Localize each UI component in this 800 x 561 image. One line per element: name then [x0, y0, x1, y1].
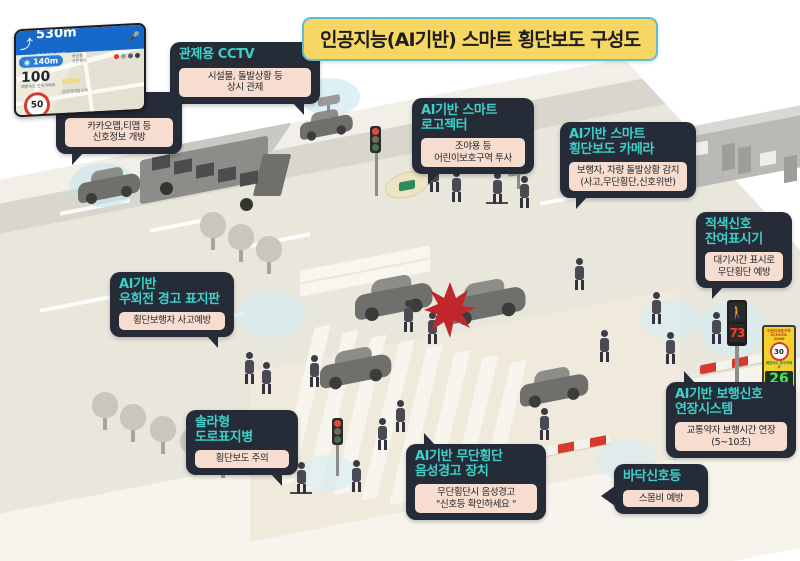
callout-red-signal-countdown[interactable]: 적색신호 잔여표시기 대기시간 표시로 무단횡단 예방 — [696, 212, 792, 300]
street-tree — [256, 236, 282, 274]
page-title-text: 인공지능(AI기반) 스마트 횡단보도 구성도 — [320, 29, 641, 51]
callout-subtext: 조야용 등 어린이보호구역 투사 — [421, 138, 525, 168]
callout-title: 적색신호 잔여표시기 — [705, 217, 763, 247]
callout-subtext: 시설물, 돌발상황 등 상시 관제 — [179, 67, 311, 97]
callout-title: 솔라형 도로표지병 — [195, 415, 253, 445]
street-tree — [120, 404, 146, 442]
navigation-app-widget[interactable]: 동선동 주민센터 성신여대입구역 ⤴ 530m 성북구청 방면 🎤 ◉ 140m… — [14, 22, 146, 118]
callout-tail — [576, 196, 588, 210]
pedestrian — [652, 292, 661, 324]
turn-right-arrow-icon: ⤴ — [20, 36, 34, 53]
callout-title: AI기반 스마트 횡단보도 카메라 — [569, 127, 655, 157]
callout-subtext: 카카오맵,티맵 등 신호정보 개방 — [65, 117, 173, 147]
callout-pedestrian-signal-extension[interactable]: AI기반 보행신호 연장시스템 교통약자 보행시간 연장 (5~10초) — [666, 371, 796, 459]
pedestrian — [540, 408, 549, 440]
callout-subtext: 횡단보행자 사고예방 — [119, 312, 225, 330]
callout-tail — [684, 371, 696, 384]
zone-sign-top-text: 어린이보호구역 SCHOOL ZONE — [767, 329, 791, 342]
pedestrian — [452, 170, 461, 202]
kick-scooter-rider — [290, 462, 312, 494]
callout-tail — [601, 486, 615, 506]
callout-floor-signal-light[interactable]: 바닥신호등 스몸비 예방 — [601, 464, 708, 515]
pedestrian — [310, 355, 319, 387]
callout-tail — [424, 433, 436, 446]
callout-tail — [292, 101, 304, 115]
pedestrian — [378, 418, 387, 450]
signal-halo — [300, 455, 356, 491]
callout-subtext: 스몸비 예방 — [623, 489, 699, 508]
callout-tail — [206, 334, 218, 348]
speed-limit-sign: 50 — [24, 91, 50, 116]
callout-subtext: 횡단보도 주의 — [195, 450, 289, 468]
pedestrian — [245, 352, 254, 384]
camera-icon: ◉ — [24, 58, 31, 67]
pedestrian — [396, 400, 405, 432]
callout-smart-crosswalk-camera[interactable]: AI기반 스마트 횡단보도 카메라 보행자, 차량 돌발상황 감지 (사고,무단… — [560, 122, 696, 210]
callout-subtext: 교통약자 보행시간 연장 (5~10초) — [675, 422, 787, 452]
callout-jaywalking-voice-warning[interactable]: AI기반 무단횡단 음성경고 장치 무단횡단시 음성경고 "신호등 확인하세요 … — [406, 433, 546, 521]
countdown-display: 73 — [729, 324, 745, 342]
pedestrian — [262, 362, 271, 394]
callout-right-turn-warning-sign[interactable]: AI기반 우회전 경고 표지판 횡단보행자 사고예방 — [110, 272, 234, 348]
street-tree — [200, 212, 226, 250]
vehicle-traffic-light — [332, 418, 343, 445]
pedestrian — [666, 332, 675, 364]
signal-pole — [375, 152, 378, 196]
callout-tail — [712, 286, 724, 300]
callout-smart-projector[interactable]: AI기반 스마트 로고젝터 조야용 등 어린이보호구역 투사 — [412, 98, 534, 186]
callout-tail — [270, 472, 282, 486]
red-pedestrian-figure-icon: 🚶 — [729, 302, 745, 322]
pedestrian — [520, 176, 529, 208]
callout-subtext: 무단횡단시 음성경고 "신호등 확인하세요 " — [415, 484, 537, 514]
street-tree — [150, 416, 176, 454]
pedestrian-signal-with-countdown: 🚶 73 — [727, 300, 747, 398]
callout-tail — [428, 172, 440, 186]
pedestrian — [575, 258, 584, 290]
pedestrian — [352, 460, 361, 492]
microphone-icon[interactable]: 🎤 — [127, 31, 140, 44]
callout-title: AI기반 보행신호 연장시스템 — [675, 387, 763, 417]
pedestrian — [428, 312, 437, 344]
pedestrian — [712, 312, 721, 344]
callout-subtext: 대기시간 표시로 무단횡단 예방 — [705, 252, 783, 282]
callout-title: AI기반 스마트 로고젝터 — [421, 103, 498, 133]
callout-cctv[interactable]: 관제용 CCTV 시설물, 돌발상황 등 상시 관제 — [170, 42, 320, 115]
zone-speed-limit: 30 — [774, 347, 784, 356]
callout-title: 관제용 CCTV — [179, 47, 255, 62]
page-title: 인공지능(AI기반) 스마트 횡단보도 구성도 — [302, 17, 659, 61]
nav-secondary-distance: ◉ 140m — [19, 54, 64, 69]
callout-title: AI기반 우회전 경고 표지판 — [119, 277, 220, 307]
street-tree — [92, 392, 118, 430]
cctv-camera — [318, 93, 340, 119]
city-bus — [140, 122, 293, 211]
callout-tail — [72, 151, 84, 165]
smart-crosswalk-camera-device — [508, 163, 530, 189]
signal-halo — [236, 292, 306, 338]
collision-burst-icon — [424, 282, 476, 338]
street-tree — [228, 224, 254, 262]
vehicle-traffic-light — [370, 126, 381, 153]
pedestrian — [600, 330, 609, 362]
speed-limit-value: 50 — [30, 99, 44, 111]
callout-title: AI기반 무단횡단 음성경고 장치 — [415, 449, 503, 479]
kick-scooter-rider — [486, 172, 508, 204]
signal-pole — [336, 444, 339, 476]
callout-subtext: 보행자, 차량 돌발상황 감지 (사고,무단횡단,신호위반) — [569, 162, 687, 192]
pedestrian — [404, 300, 413, 332]
callout-solar-road-stud[interactable]: 솔라형 도로표지병 횡단보도 주의 — [186, 410, 298, 486]
nav-distance-main: 530m — [36, 25, 77, 43]
nav-distance-second: 140m — [33, 56, 59, 67]
callout-title: 바닥신호등 — [623, 469, 681, 484]
zone-sign-mid-text: 제한속도 준수하세요 — [765, 361, 793, 370]
